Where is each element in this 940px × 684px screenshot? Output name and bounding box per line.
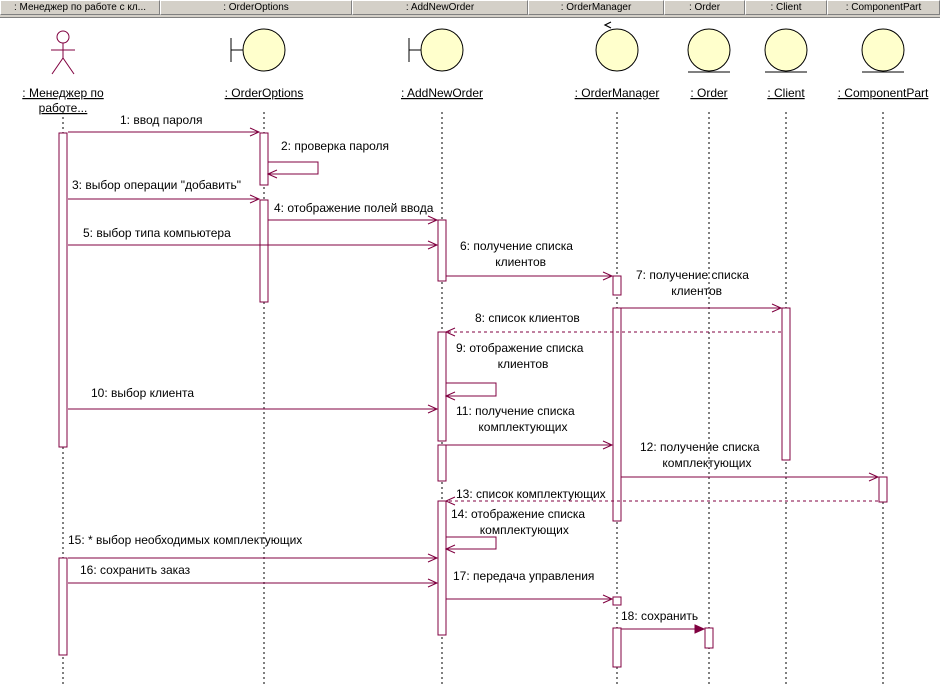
message-arrow-2-head [266,169,278,179]
object-name-client: : Client [767,86,805,100]
activation-box-7 [437,444,447,482]
message-label-16: 16: сохранить заказ [80,563,191,577]
message-arrow-9 [446,382,497,397]
entity-icon-order [687,28,731,72]
activation-box-12 [612,627,622,668]
message-label-12-line2: комплектующих [662,456,751,470]
message-arrow-14-head [444,544,456,554]
message-arrow-2 [268,161,319,175]
message-label-17: 17: передача управления [453,569,594,583]
message-arrow-8-head [444,327,456,337]
message-arrow-9-head [444,391,456,401]
control-icon-ordermanager [595,28,639,72]
message-arrow-11-head [602,440,614,450]
activation-box-4 [259,199,269,303]
object-name-orderoptions: : OrderOptions [225,86,304,100]
header-tab-1[interactable]: : Менеджер по работе с кл... [0,0,160,15]
message-label-14-line2: комплектующих [480,523,569,537]
message-label-5: 5: выбор типа компьютера [83,226,231,240]
message-arrow-12-head [868,472,880,482]
message-arrow-18-head [694,624,706,634]
message-label-12: 12: получение списка [640,440,760,454]
object-name-ordermanager: : OrderManager [575,86,660,100]
message-arrow-10-head [427,404,439,414]
message-label-2: 2: проверка пароля [281,139,389,153]
message-label-9-line2: клиентов [498,357,549,371]
message-label-8: 8: список клиентов [475,311,580,325]
object-name-manager: : Менеджер по [22,86,104,100]
activation-box-2 [58,557,68,656]
activation-box-15 [878,476,888,503]
message-arrow-1-head [249,127,261,137]
activation-box-14 [781,307,791,461]
actor-leg-right [62,57,75,75]
object-name-addneworder: : AddNewOrder [401,86,483,100]
message-arrow-4-head [427,215,439,225]
actor-leg-left [51,57,64,75]
message-arrow-13-head [444,496,456,506]
message-label-6: 6: получение списка [460,239,573,253]
activation-box-11 [612,596,622,606]
message-arrow-3-head [249,194,261,204]
activation-box-13 [704,627,714,649]
object-name-order: : Order [690,86,727,100]
message-label-18: 18: сохранить [621,609,698,623]
header-tab-4[interactable]: : OrderManager [528,0,664,15]
actor-icon[interactable] [56,30,70,44]
activation-box-6 [437,331,447,442]
message-label-11-line2: комплектующих [478,420,567,434]
activation-box-9 [612,275,622,296]
message-label-4: 4: отображение полей ввода [274,201,434,215]
message-label-9: 9: отображение списка [456,341,584,355]
activation-box-8 [437,500,447,636]
entity-icon-client [764,28,808,72]
message-arrow-16-head [427,578,439,588]
message-label-7: 7: получение списка [636,268,749,282]
message-label-15: 15: * выбор необходимых комплектующих [68,533,302,547]
header-tab-3[interactable]: : AddNewOrder [352,0,528,15]
header-tab-5[interactable]: : Order [664,0,745,15]
message-arrow-14 [446,536,497,550]
activation-box-3 [259,132,269,186]
activation-box-10 [612,307,622,522]
message-label-7-line2: клиентов [671,284,722,298]
message-label-3: 3: выбор операции "добавить" [72,178,241,192]
message-label-10: 10: выбор клиента [91,386,194,400]
message-label-6-line2: клиентов [495,255,546,269]
boundary-icon-orderoptions [242,28,286,72]
entity-icon-componentpart [861,28,905,72]
header-tab-6[interactable]: : Client [745,0,827,15]
header-tab-2[interactable]: : OrderOptions [160,0,352,15]
object-name-componentpart: : ComponentPart [838,86,929,100]
message-label-13: 13: список комплектующих [456,487,606,501]
message-label-11: 11: получение списка [456,404,575,418]
message-label-1: 1: ввод пароля [120,113,202,127]
boundary-icon-addneworder [420,28,464,72]
activation-box-5 [437,219,447,282]
message-arrow-7-head [771,303,783,313]
object-name-manager-line2: работе... [39,101,88,115]
message-arrow-6-head [602,271,614,281]
message-arrow-17-head [602,594,614,604]
activation-box-1 [58,132,68,448]
message-arrow-5-head [427,240,439,250]
message-label-14: 14: отображение списка [451,507,585,521]
control-arrowhead [603,21,612,29]
message-arrow-15-head [427,553,439,563]
